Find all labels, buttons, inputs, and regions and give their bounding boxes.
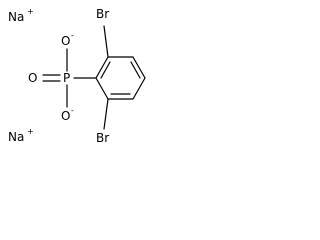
phosphorus-label: P [63,71,70,85]
ring-bond-c4-c5 [132,77,146,100]
bond-c6-br-bottom [103,98,109,130]
ring-bond-c3-c4 [132,56,146,79]
ring-inner-bond-1 [100,61,111,79]
oxygen-double-label: O [28,71,37,85]
atoms: Na + Na + Br Br O - O P O - [8,7,109,145]
oxygen-bottom-label: O [61,109,70,123]
bromine-top-label: Br [96,7,109,21]
ring-bond-c1-c2 [95,56,109,79]
ring-inner-bond-2 [130,61,141,79]
bromine-bottom-label: Br [96,131,109,145]
bonds [42,25,146,130]
sodium-bottom-label: Na [8,130,24,144]
sodium-top-label: Na [8,10,24,24]
sodium-top-charge: + [27,7,34,16]
oxygen-top-label: O [61,34,70,48]
ring-bond-c6-c1 [95,77,109,100]
oxygen-top-charge: - [71,31,74,40]
oxygen-bottom-charge: - [71,106,74,115]
structure-diagram: Na + Na + Br Br O - O P O - [8,7,146,145]
bond-c2-br-top [103,25,109,58]
sodium-bottom-charge: + [27,127,34,136]
